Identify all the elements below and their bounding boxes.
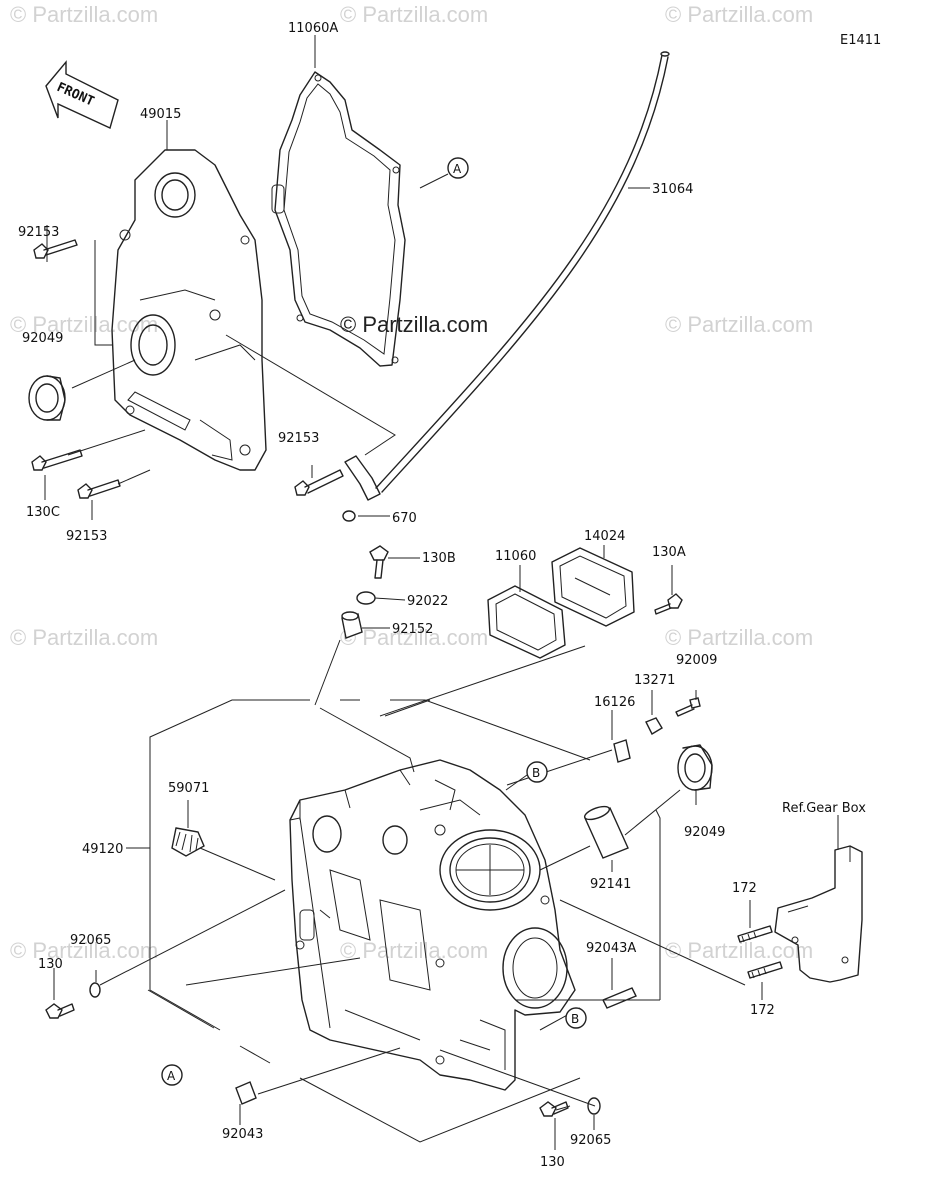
part-label-92043A: 92043A bbox=[586, 941, 636, 956]
watermarks: © Partzilla.com © Partzilla.com © Partzi… bbox=[10, 2, 813, 963]
oil-seal-92049-right-icon bbox=[677, 744, 713, 791]
watermark-center: © Partzilla.com bbox=[340, 312, 488, 337]
part-label-92065: 92065 bbox=[70, 933, 111, 948]
part-label-670: 670 bbox=[392, 511, 417, 526]
gasket-11060-icon bbox=[487, 585, 566, 659]
gasket-11060A-icon bbox=[271, 71, 406, 367]
oring-670-icon bbox=[342, 510, 356, 522]
watermark: © Partzilla.com bbox=[665, 625, 813, 650]
cap-92152-icon bbox=[341, 611, 363, 639]
oil-seal-92049-icon bbox=[28, 375, 66, 421]
washer-92065-left-icon bbox=[89, 982, 101, 998]
washer-92022-icon bbox=[356, 591, 376, 605]
part-label-49015: 49015 bbox=[140, 107, 181, 122]
part-label-31064: 31064 bbox=[652, 182, 693, 197]
lower-leader-lines bbox=[53, 545, 839, 1150]
part-label-92049: 92049 bbox=[684, 825, 725, 840]
part-label-92153: 92153 bbox=[66, 529, 107, 544]
diagram-code: E1411 bbox=[840, 33, 881, 48]
watermark: © Partzilla.com bbox=[10, 938, 158, 963]
pin-92043A-icon bbox=[602, 987, 637, 1009]
part-label-92009: 92009 bbox=[676, 653, 717, 668]
part-label-14024: 14024 bbox=[584, 529, 625, 544]
part-label-11060A: 11060A bbox=[288, 21, 338, 36]
stud-172-bottom-icon bbox=[747, 961, 783, 979]
bolt-130-left-icon bbox=[45, 1003, 75, 1019]
part-13271-icon bbox=[645, 717, 663, 735]
bolt-130-bottom-icon bbox=[539, 1101, 569, 1117]
watermark: © Partzilla.com bbox=[10, 2, 158, 27]
timing-cover-49015-icon bbox=[111, 149, 267, 471]
bolt-92153-top-icon bbox=[33, 239, 78, 259]
watermark: © Partzilla.com bbox=[340, 2, 488, 27]
watermark: © Partzilla.com bbox=[665, 938, 813, 963]
part-label-92065: 92065 bbox=[570, 1133, 611, 1148]
part-label-130A: 130A bbox=[652, 545, 686, 560]
pin-16126-icon bbox=[613, 739, 631, 763]
bolt-92153-mid-icon bbox=[294, 469, 344, 496]
callout-a-lower: A bbox=[161, 1064, 183, 1086]
part-label-13271: 13271 bbox=[634, 673, 675, 688]
part-label-92141: 92141 bbox=[590, 877, 631, 892]
part-label-92153: 92153 bbox=[278, 431, 319, 446]
part-label-16126: 16126 bbox=[594, 695, 635, 710]
part-label-11060: 11060 bbox=[495, 549, 536, 564]
watermark: © Partzilla.com bbox=[665, 2, 813, 27]
part-label-92043: 92043 bbox=[222, 1127, 263, 1142]
bushing-92141-icon bbox=[583, 805, 629, 859]
gear-box-bracket-icon bbox=[774, 845, 863, 983]
part-label-172: 172 bbox=[750, 1003, 775, 1018]
part-labels: 11060A 49015 31064 92153 92049 92153 130… bbox=[18, 21, 866, 1170]
part-label-130B: 130B bbox=[422, 551, 456, 566]
callout-b-lower: B bbox=[565, 1007, 587, 1029]
bolt-130A-icon bbox=[654, 593, 683, 615]
bolt-92153-bottom-icon bbox=[77, 479, 121, 499]
svg-text:A: A bbox=[453, 162, 462, 176]
front-arrow-icon: FRONT bbox=[45, 60, 119, 129]
svg-text:A: A bbox=[167, 1069, 176, 1083]
part-label-92022: 92022 bbox=[407, 594, 448, 609]
watermark: © Partzilla.com bbox=[10, 625, 158, 650]
crankcase-49120-icon bbox=[289, 759, 576, 1091]
screw-92009-icon bbox=[675, 697, 701, 717]
plug-59071-icon bbox=[171, 827, 205, 857]
watermark: © Partzilla.com bbox=[340, 938, 488, 963]
svg-text:B: B bbox=[571, 1012, 579, 1026]
stud-172-top-icon bbox=[737, 925, 773, 943]
dipstick-31064-icon bbox=[344, 51, 670, 501]
part-label-130: 130 bbox=[540, 1155, 565, 1170]
part-label-59071: 59071 bbox=[168, 781, 209, 796]
upper-leader-lines bbox=[44, 35, 650, 520]
callout-a-upper: A bbox=[447, 157, 469, 179]
bolt-130C-icon bbox=[31, 449, 83, 471]
cover-14024-icon bbox=[551, 547, 635, 627]
watermark: © Partzilla.com bbox=[665, 312, 813, 337]
callout-b-upper: B bbox=[526, 761, 548, 783]
part-label-49120: 49120 bbox=[82, 842, 123, 857]
pin-92043-icon bbox=[235, 1081, 257, 1105]
part-label-130C: 130C bbox=[26, 505, 60, 520]
watermark: © Partzilla.com bbox=[340, 625, 488, 650]
part-label-92153: 92153 bbox=[18, 225, 59, 240]
svg-text:B: B bbox=[532, 766, 540, 780]
bolt-130B-icon bbox=[369, 545, 389, 579]
part-label-92049: 92049 bbox=[22, 331, 63, 346]
part-label-130: 130 bbox=[38, 957, 63, 972]
part-label-172: 172 bbox=[732, 881, 757, 896]
part-label-92152: 92152 bbox=[392, 622, 433, 637]
ref-gear-box-label: Ref.Gear Box bbox=[782, 801, 866, 816]
